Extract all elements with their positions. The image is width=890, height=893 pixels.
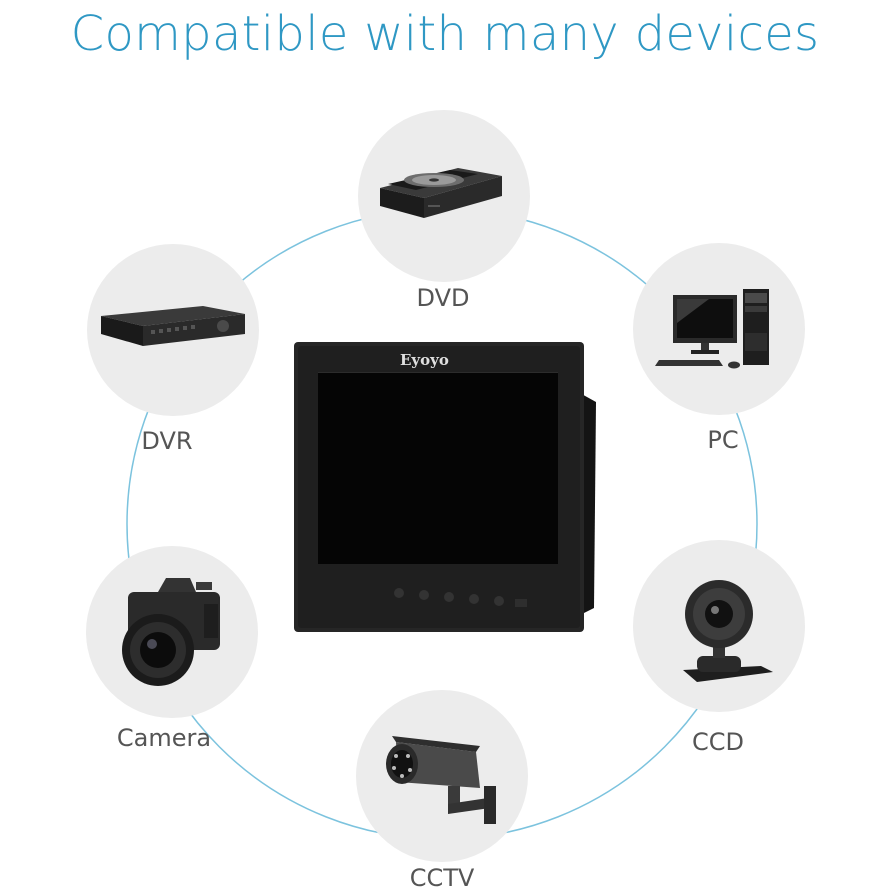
camera-device bbox=[86, 546, 258, 718]
dvr-device bbox=[87, 244, 259, 416]
dvr-recorder-icon bbox=[101, 306, 245, 346]
dvd-label: DVD bbox=[416, 284, 470, 312]
ir-sensor bbox=[515, 599, 527, 607]
plus-button[interactable] bbox=[469, 594, 479, 604]
dslr-camera-icon bbox=[122, 578, 220, 686]
pc-label: PC bbox=[707, 426, 739, 454]
source-button[interactable] bbox=[494, 596, 504, 606]
cctv-device bbox=[356, 690, 528, 862]
webcam-icon bbox=[683, 580, 773, 682]
dvd-drive-icon bbox=[380, 168, 502, 218]
monitor-brand: Eyoyo bbox=[400, 351, 449, 369]
pc-device bbox=[633, 243, 805, 415]
security-camera-icon bbox=[386, 736, 496, 824]
camera-label: Camera bbox=[116, 724, 212, 752]
monitor-product: Eyoyo bbox=[290, 340, 610, 640]
dvr-label: DVR bbox=[141, 427, 193, 455]
menu-button[interactable] bbox=[444, 592, 454, 602]
page-title: Compatible with many devices bbox=[70, 6, 820, 62]
ccd-device bbox=[633, 540, 805, 712]
ccd-label: CCD bbox=[692, 728, 744, 756]
cctv-label: CCTV bbox=[409, 864, 475, 892]
dvd-device bbox=[358, 110, 530, 282]
desktop-pc-icon bbox=[655, 289, 769, 369]
minus-button[interactable] bbox=[419, 590, 429, 600]
power-button[interactable] bbox=[394, 588, 404, 598]
monitor-illustration: Eyoyo bbox=[294, 342, 596, 632]
